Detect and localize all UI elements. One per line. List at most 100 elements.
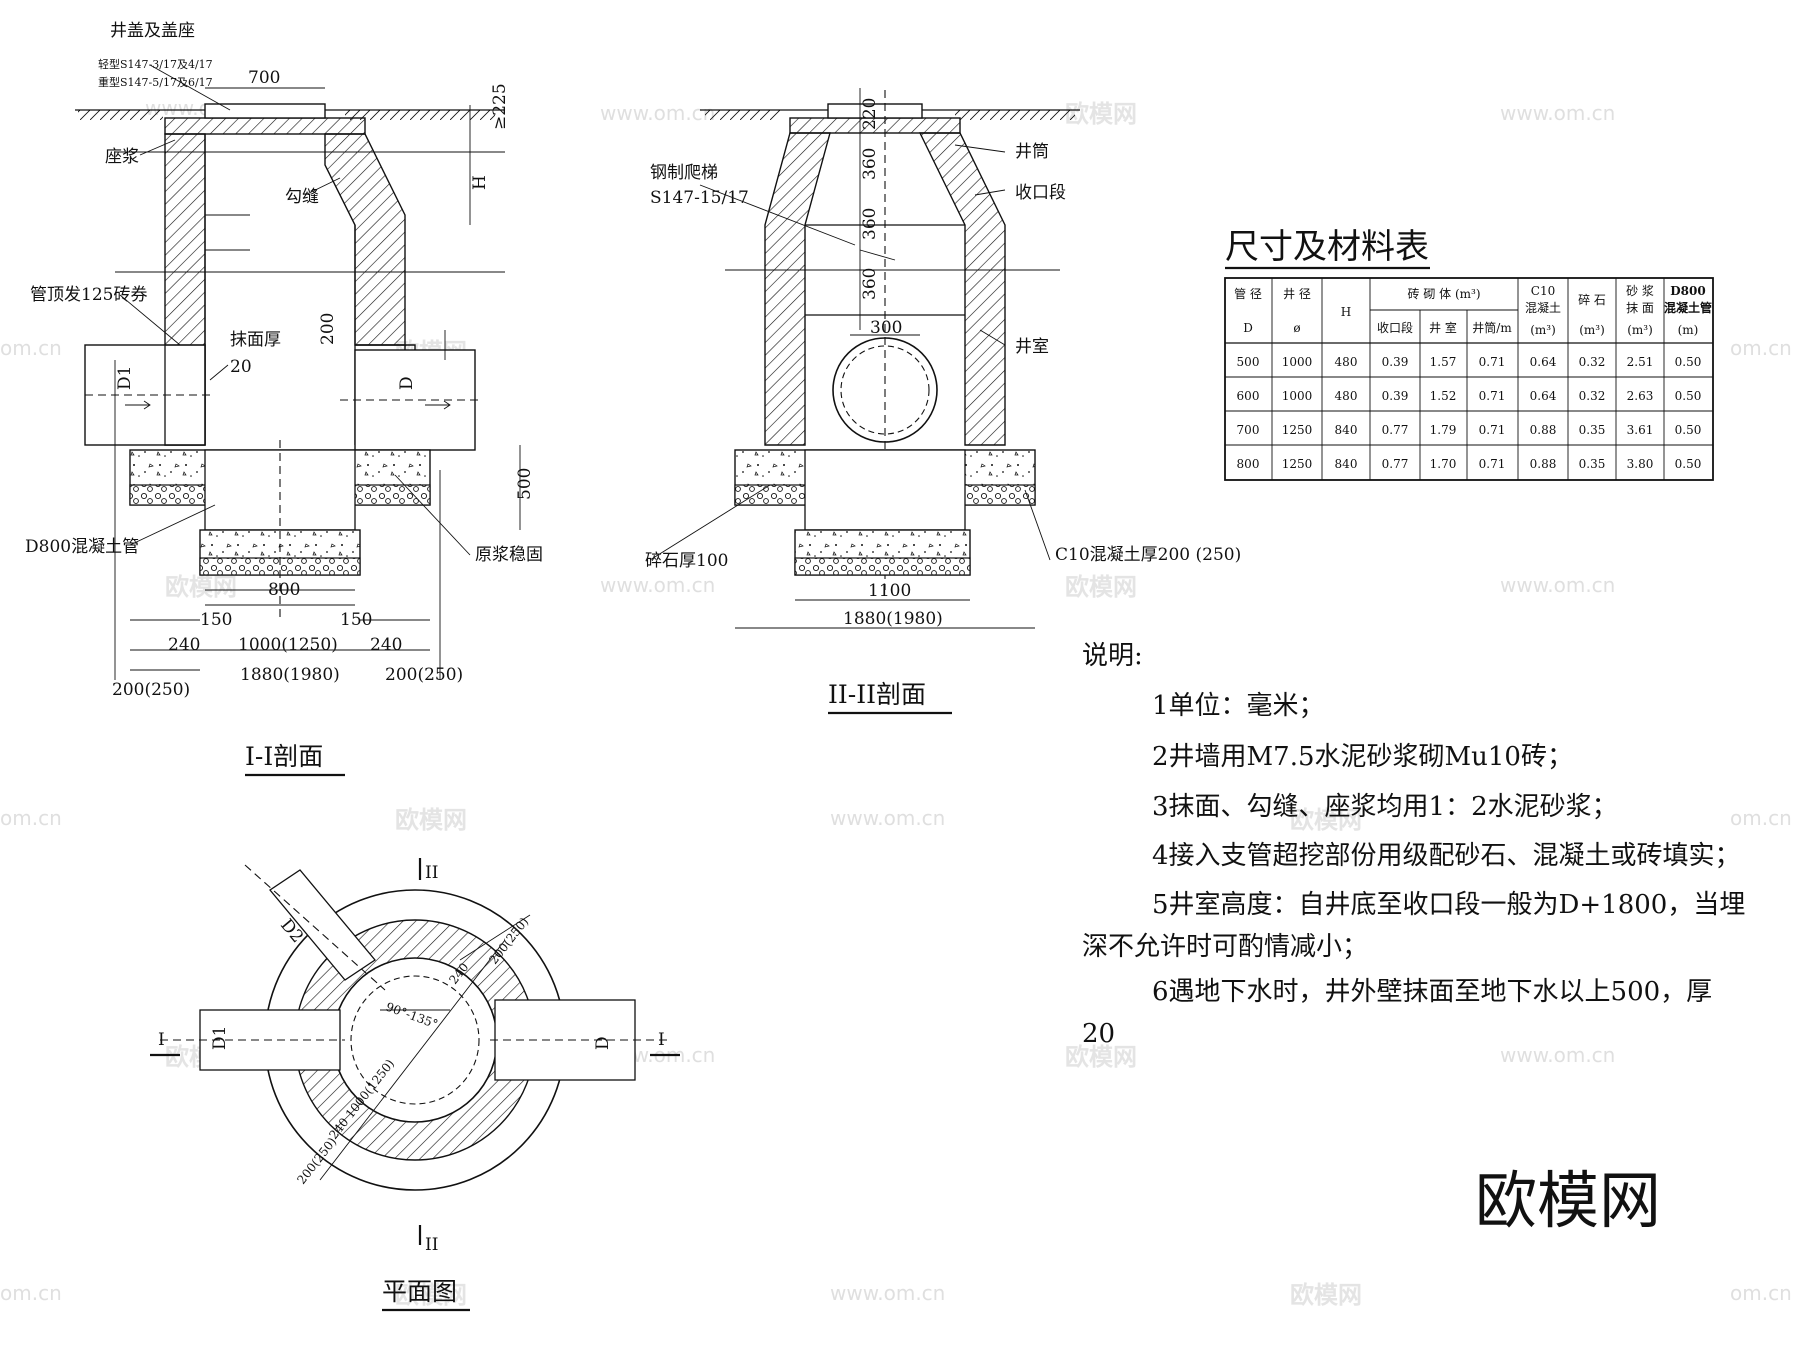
th-well-unit: ø	[1293, 321, 1300, 335]
watermark-logo: 欧模网	[1065, 1043, 1137, 1071]
watermark-logo: 欧模网	[1290, 1281, 1362, 1309]
concrete-label: C10混凝土厚200 (250)	[1055, 545, 1241, 565]
th-gravel: 碎 石	[1578, 292, 1606, 307]
note-item: 20	[1082, 1019, 1115, 1049]
dim-1100: 1100	[868, 581, 911, 601]
dim-outer: 1880(1980)	[240, 665, 340, 685]
th-well: 井 径	[1283, 287, 1311, 301]
table-cell: 840	[1335, 423, 1358, 437]
watermark-text: om.cn	[0, 806, 62, 830]
th-pipe800-unit: (m)	[1678, 323, 1699, 337]
watermark-text: om.cn	[1730, 1281, 1792, 1305]
dim-inner: 1000(1250)	[238, 635, 338, 655]
th-mortar: 砂 浆	[1626, 283, 1654, 298]
th-brick: 砖 砌 体 (m³)	[1408, 286, 1481, 301]
table-cell: 0.50	[1675, 423, 1702, 437]
table-cell: 0.71	[1479, 423, 1506, 437]
d-label: D	[397, 376, 417, 390]
note-item: 3抹面、勾缝、座浆均用1：2水泥砂浆；	[1152, 792, 1618, 822]
th-neck: 收口段	[1377, 320, 1413, 335]
watermark-text: www.om.cn	[600, 101, 715, 125]
table-cell: 0.39	[1382, 355, 1409, 369]
watermark-text: om.cn	[1730, 336, 1792, 360]
th-mortar-unit: (m³)	[1627, 323, 1653, 337]
th-chamber: 井 室	[1429, 320, 1457, 335]
light-type-label: 轻型S147-3/17及4/17	[98, 57, 213, 71]
dim-500: 500	[515, 468, 535, 500]
table-title: 尺寸及材料表	[1225, 227, 1429, 267]
table-cell: 1.52	[1430, 389, 1457, 403]
note-item: 2井墙用M7.5水泥砂浆砌Mu10砖；	[1152, 742, 1573, 772]
table-cell: 3.80	[1627, 457, 1654, 471]
th-pipe800b: 混凝土管	[1664, 300, 1712, 315]
table-cell: 0.88	[1530, 457, 1557, 471]
dim-240-right: 240	[370, 635, 402, 655]
note-item: 4接入支管超挖部份用级配砂石、混凝土或砖填实；	[1152, 841, 1741, 871]
plan-d: D	[593, 1036, 613, 1050]
section-1-drawing	[75, 64, 521, 680]
th-pipe800: D800	[1670, 284, 1705, 298]
neck-label: 收口段	[1015, 183, 1066, 203]
th-c10-unit: (m³)	[1530, 323, 1556, 337]
th-c10: C10	[1531, 284, 1555, 298]
dim-h: H	[470, 175, 490, 190]
dim-240-left: 240	[168, 635, 200, 655]
table-cell: 0.50	[1675, 389, 1702, 403]
watermark-text: www.om.cn	[1500, 101, 1615, 125]
table-cell: 600	[1237, 389, 1260, 403]
heavy-type-label: 重型S147-5/17及6/17	[98, 75, 213, 89]
watermark-text: www.om.cn	[600, 573, 715, 597]
note-item: 深不允许时可酌情减小；	[1082, 932, 1368, 962]
note-item: 5井室高度：自井底至收口段一般为D+1800，当埋	[1152, 890, 1745, 920]
table-cell: 0.32	[1579, 389, 1606, 403]
d1-label: D1	[115, 366, 135, 390]
plan-outer: 200(250)	[294, 1135, 339, 1187]
watermark-logo: 欧模网	[165, 573, 237, 601]
cut-top-label: II	[425, 863, 438, 883]
table-cell: 1250	[1282, 457, 1313, 471]
watermark-logo: 欧模网	[395, 1281, 467, 1309]
table-cell: 840	[1335, 457, 1358, 471]
dim-top: 700	[248, 68, 280, 88]
section-2-drawing	[649, 88, 1080, 629]
watermark-logo: 欧模网	[1065, 573, 1137, 601]
table-cell: 0.50	[1675, 355, 1702, 369]
plan-d1: D1	[210, 1026, 230, 1050]
dim-side-right: 200(250)	[385, 665, 463, 685]
table-cell: 2.63	[1627, 389, 1654, 403]
dim-200: 200	[318, 313, 338, 345]
th-shaft: 井筒/m	[1472, 320, 1512, 335]
watermark-text: www.om.cn	[830, 806, 945, 830]
watermark-logo: 欧模网	[395, 806, 467, 834]
table-cell: 0.64	[1530, 389, 1557, 403]
cut-left-label: I	[158, 1030, 165, 1050]
brand-logo: 欧模网	[1475, 1164, 1661, 1237]
th-h: H	[1341, 305, 1351, 319]
cover-label: 井盖及盖座	[110, 21, 195, 41]
plan-title: 平面图	[382, 1277, 457, 1306]
th-mortar2: 抹 面	[1626, 301, 1654, 315]
dim-360-c: 360	[860, 268, 880, 300]
plaster-value: 20	[230, 357, 252, 377]
dim-225: ≥225	[490, 83, 510, 130]
shaft-label: 井筒	[1015, 142, 1049, 162]
table-cell: 1.57	[1430, 355, 1457, 369]
watermark-text: www.om.cn	[1500, 1043, 1615, 1067]
material-table	[1224, 277, 1714, 481]
dim-150-left: 150	[200, 610, 232, 630]
watermark-text: om.cn	[1730, 806, 1792, 830]
table-cell: 0.64	[1530, 355, 1557, 369]
table-cell: 480	[1335, 355, 1358, 369]
arch-label: 管顶发125砖券	[30, 285, 147, 305]
table-cell: 0.50	[1675, 457, 1702, 471]
table-cell: 2.51	[1627, 355, 1654, 369]
cut-right-label: I	[658, 1030, 665, 1050]
watermark-logo: 欧模网	[1065, 100, 1137, 128]
table-cell: 1.70	[1430, 457, 1457, 471]
watermark-text: www.om.cn	[1500, 573, 1615, 597]
table-cell: 0.71	[1479, 355, 1506, 369]
chamber-label: 井室	[1015, 337, 1049, 357]
watermark-logo: 欧模网	[1290, 806, 1362, 834]
bedding-label: 座浆	[105, 147, 139, 167]
